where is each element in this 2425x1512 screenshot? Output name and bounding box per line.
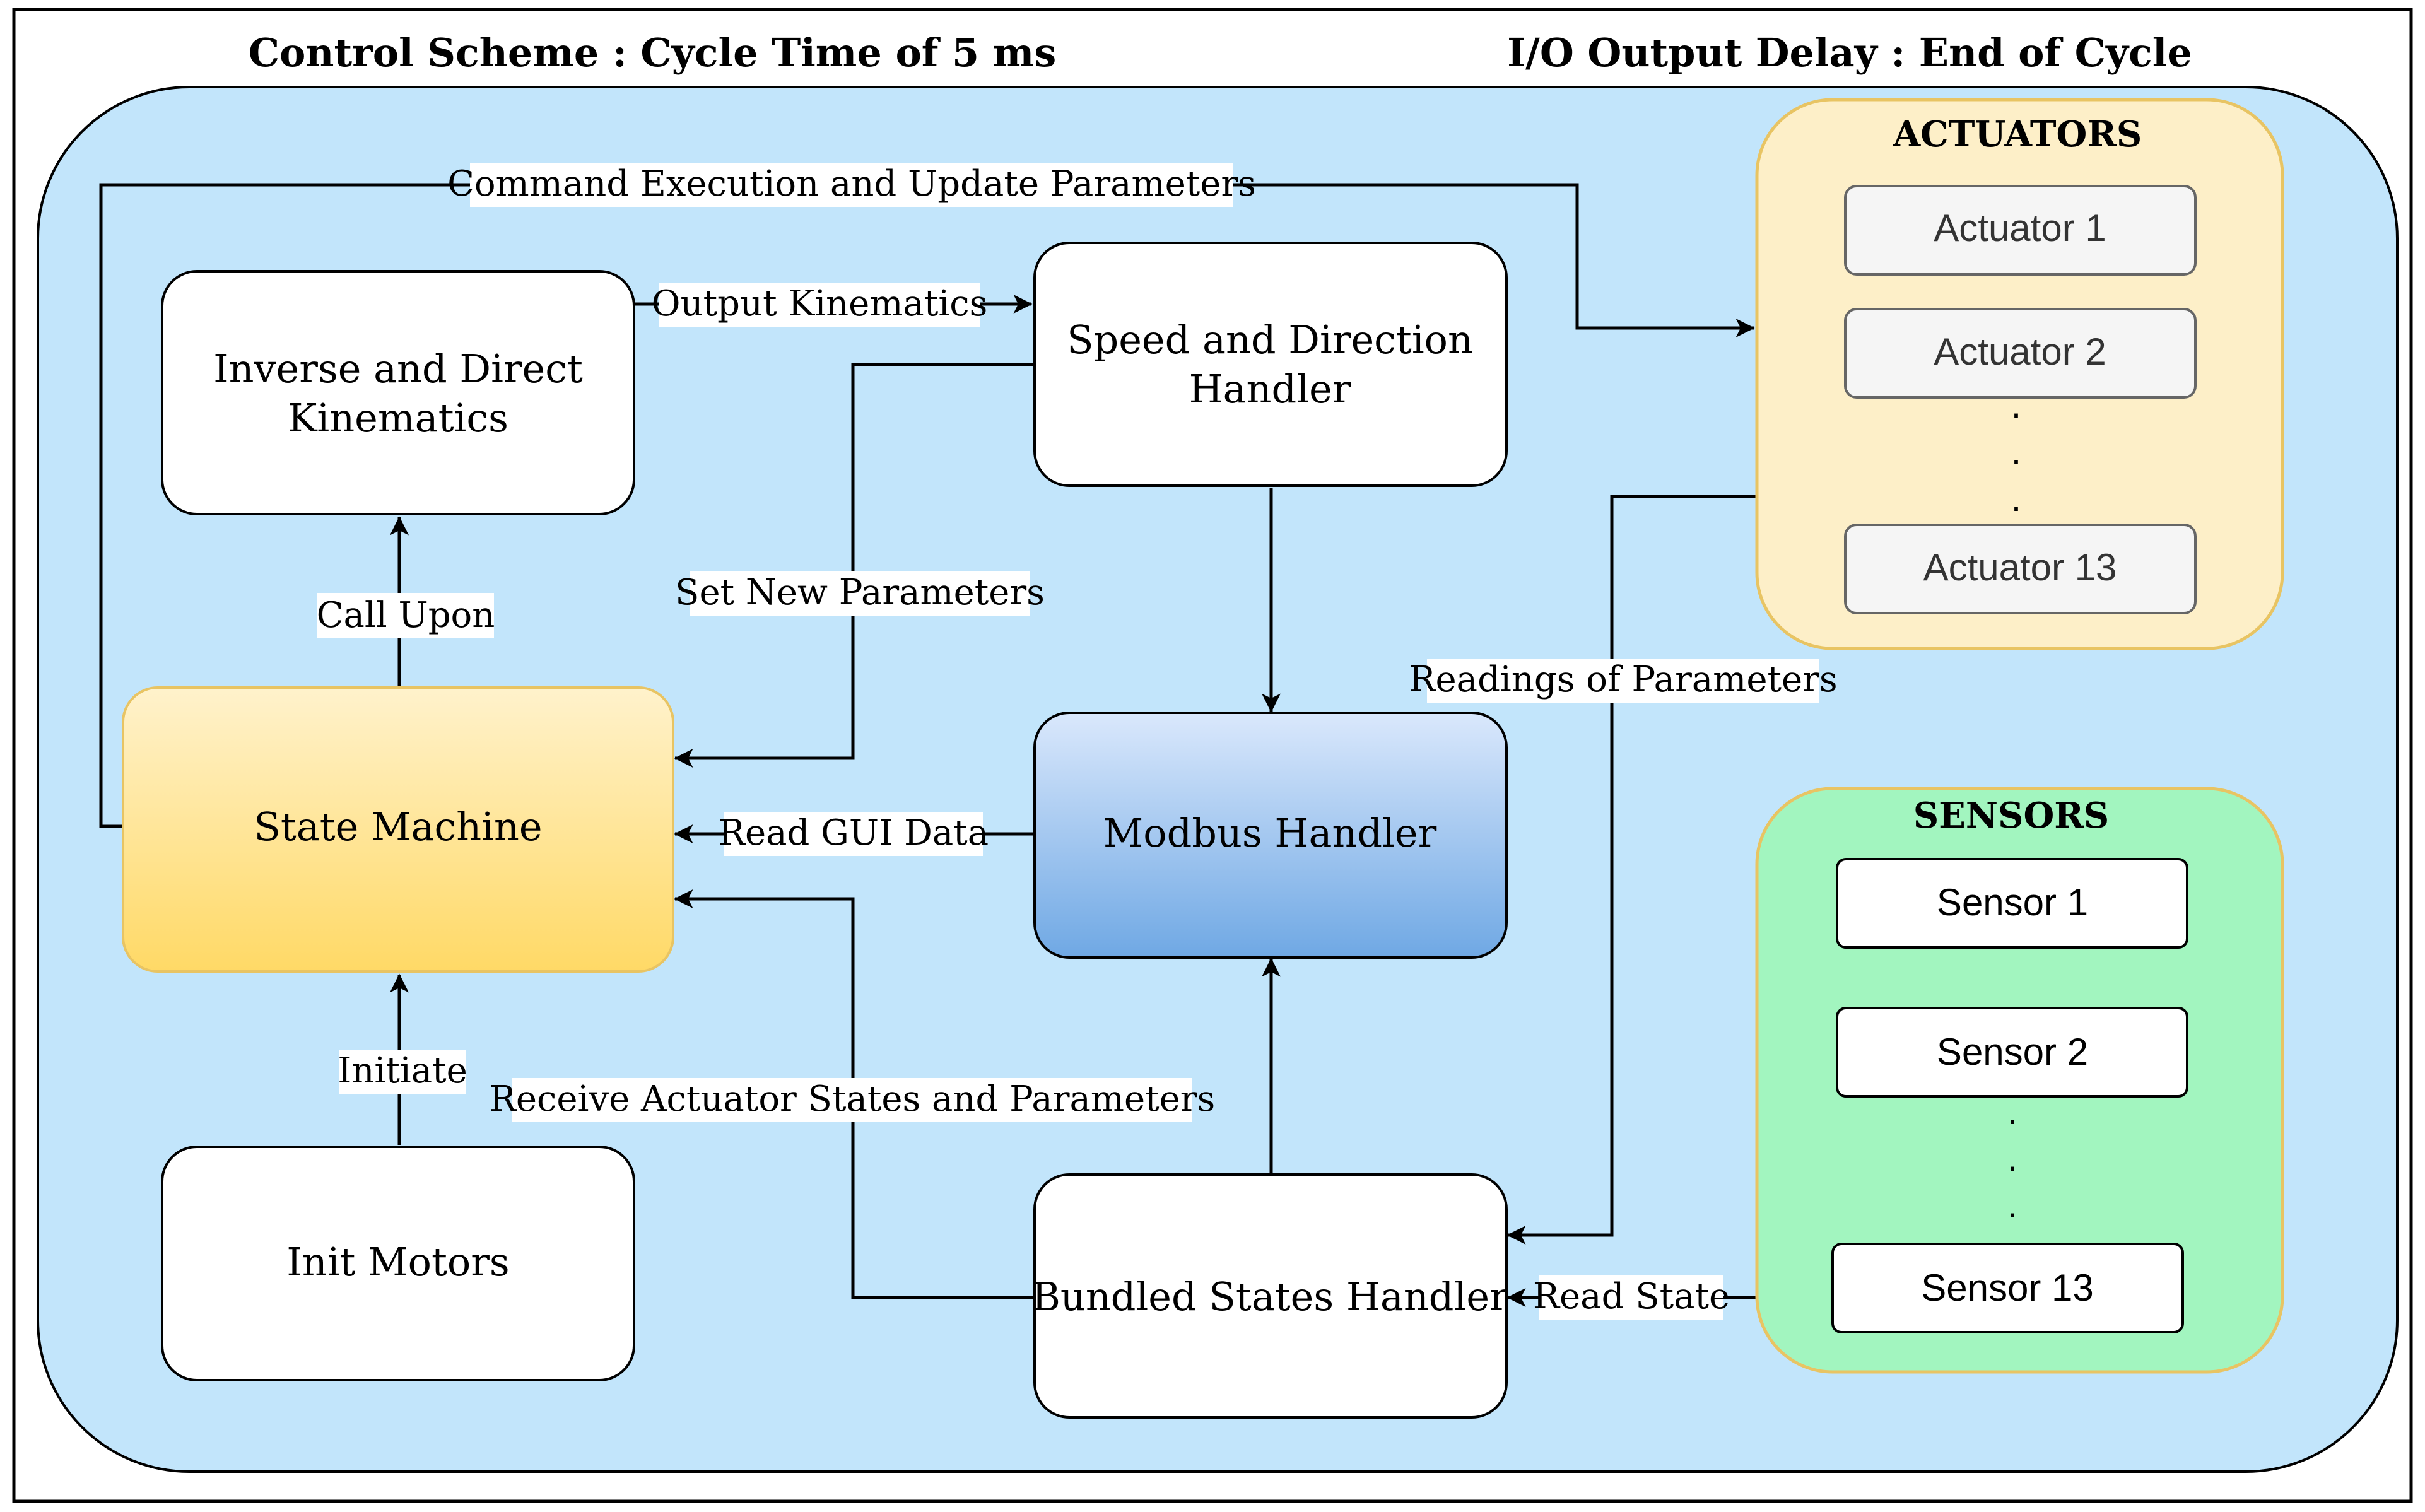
header-io-delay: I/O Output Delay : End of Cycle [1507,30,2192,76]
actuator-ellipsis-dot-2: . [2011,430,2022,472]
sensor-ellipsis-dot-2: . [2007,1137,2018,1179]
actuators-title: ACTUATORS [1893,114,2142,155]
node-bundled-states-handler: Bundled States Handler [1031,1173,1508,1419]
actuator-13 [1844,524,2197,614]
edge-set-new-parameters [674,363,1035,768]
sensor-13-label: Sensor 13 [1921,1267,2094,1309]
node-modbus-handler: Modbus Handler [1033,712,1508,959]
node-speed-line1: Speed and Direction [1067,317,1473,363]
label-output-kinematics: Output Kinematics [652,283,988,324]
actuator-ellipsis-dot-3: . [2011,477,2022,519]
actuator-13-label: Actuator 13 [1923,546,2117,589]
label-call-upon: Call Upon [317,595,495,636]
actuators-group: ACTUATORS Actuator 1 Actuator 2 . . . Ac… [1755,98,2284,650]
actuator-1 [1844,185,2197,276]
actuator-ellipsis-dot-1: . [2011,384,2022,426]
edge-readings-of-parameters [1506,495,1757,1245]
actuator-1-label: Actuator 1 [1934,207,2106,249]
label-read-gui-data: Read GUI Data [719,812,989,853]
sensor-ellipsis-dot-1: . [2007,1090,2018,1132]
sensor-ellipsis-dot-3: . [2007,1183,2018,1226]
sensor-1 [1836,858,2188,949]
actuator-2-label: Actuator 2 [1934,331,2106,373]
node-modbus-label: Modbus Handler [1103,810,1437,856]
node-bundled-label: Bundled States Handler [1031,1274,1508,1320]
node-kinematics-line1: Inverse and Direct [213,346,583,392]
sensor-2 [1836,1007,2188,1098]
node-kinematics-line2: Kinematics [288,395,508,441]
label-initiate: Initiate [338,1050,467,1091]
node-state-machine: State Machine [122,686,674,973]
node-speed-line2: Handler [1189,366,1351,412]
label-readings-of-parameters: Readings of Parameters [1409,659,1837,700]
label-command-execution: Command Execution and Update Parameters [447,163,1256,204]
label-set-new-parameters: Set New Parameters [675,572,1045,613]
sensor-13 [1831,1243,2184,1333]
sensor-1-label: Sensor 1 [1937,881,2088,923]
node-speed-direction-handler: Speed and Direction Handler [1033,242,1508,487]
label-receive-actuator-states: Receive Actuator States and Parameters [490,1079,1216,1120]
node-state-machine-label: State Machine [254,804,542,850]
sensor-2-label: Sensor 2 [1937,1031,2088,1073]
sensors-title: SENSORS [1913,795,2110,836]
node-kinematics: Inverse and Direct Kinematics [161,270,635,515]
node-init-motors-label: Init Motors [286,1239,509,1285]
edge-labels: Command Execution and Update Parameters … [317,163,1838,1320]
node-init-motors: Init Motors [161,1146,635,1381]
sensors-group: SENSORS Sensor 1 Sensor 2 . . . Sensor 1… [1755,787,2284,1374]
actuator-2 [1844,308,2197,399]
header-cycle-time: Control Scheme : Cycle Time of 5 ms [249,30,1057,76]
label-read-state: Read State [1533,1276,1730,1317]
